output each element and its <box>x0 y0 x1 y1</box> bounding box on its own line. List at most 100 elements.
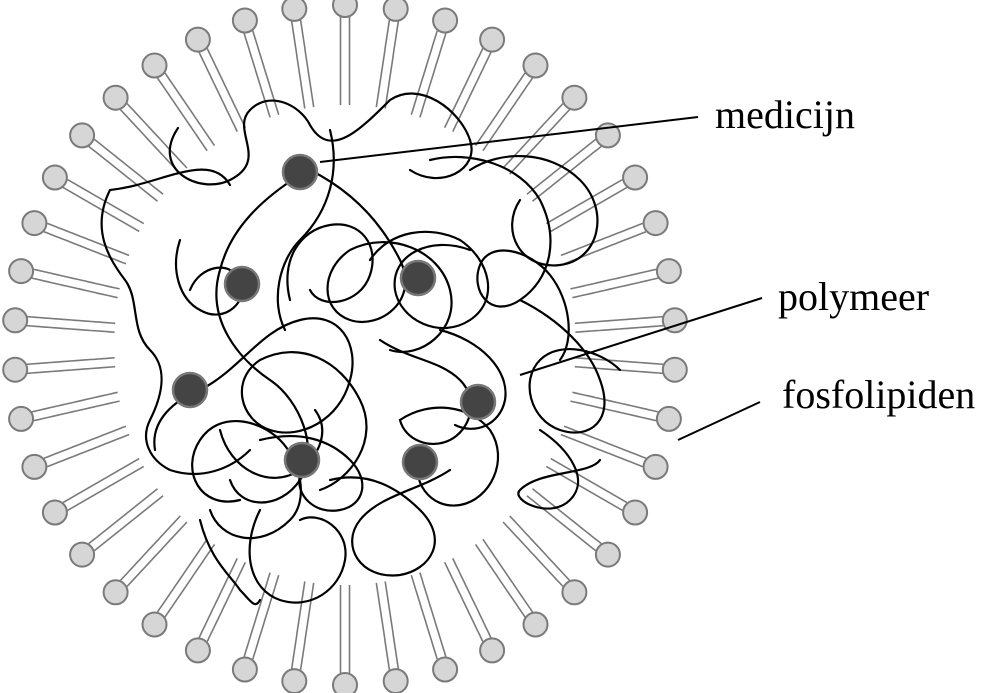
medicijn-leader-line <box>319 116 699 163</box>
phospholipid-head <box>332 672 358 693</box>
polymer-strand <box>428 155 570 362</box>
phospholipid-head <box>8 258 35 285</box>
phospholipid-tail <box>452 558 492 639</box>
polymer-tangle <box>100 92 622 606</box>
drug-particle <box>223 265 261 303</box>
phospholipid-head <box>479 637 506 664</box>
phospholipid-tail <box>563 425 647 460</box>
phospholipid-tail <box>164 543 216 618</box>
phospholipid-tail <box>206 561 247 642</box>
phospholipid-tail <box>46 433 130 468</box>
phospholipid-head <box>561 579 588 606</box>
phospholipid-tail <box>482 77 534 152</box>
phospholipid-tail <box>545 465 623 512</box>
phospholipid-head <box>661 356 688 383</box>
phospholipid-head <box>41 499 68 526</box>
phospholipid-tail <box>560 433 644 468</box>
phospholipid-tail <box>545 178 623 225</box>
phospholipid-tail <box>33 268 120 290</box>
phospholipid-tail <box>570 268 657 290</box>
phospholipid-tail <box>119 515 181 581</box>
phospholipid-head <box>622 164 649 191</box>
drug-particle <box>283 441 321 479</box>
phospholipid-tail <box>299 19 315 108</box>
phospholipid-tail <box>550 186 628 233</box>
phospholipid-tail <box>375 582 391 671</box>
phospholipid-head <box>184 26 211 53</box>
phospholipid-tail <box>26 357 115 366</box>
phospholipid-tail <box>43 230 127 265</box>
phospholipid-tail <box>572 277 659 299</box>
phospholipid-head <box>2 307 29 334</box>
phospholipid-tail <box>452 51 492 132</box>
phospholipid-tail <box>62 457 140 504</box>
polymer-strand <box>248 508 347 604</box>
phospholipid-head <box>561 84 588 111</box>
polymer-strand <box>153 317 368 492</box>
drug-particle <box>171 371 209 409</box>
phospholipid-head <box>522 611 549 638</box>
phospholipid-head <box>522 52 549 79</box>
phospholipid-tail <box>156 538 208 613</box>
phospholipid-head <box>141 52 168 79</box>
polymer-strand <box>286 223 374 304</box>
polymer-strand <box>198 518 262 606</box>
phospholipid-tail <box>290 581 306 669</box>
polymer-strand <box>258 434 364 512</box>
phospholipid-tail <box>31 391 118 413</box>
polymer-strand <box>518 298 622 434</box>
phospholipid-head <box>69 122 96 149</box>
phospholipid-head <box>655 258 682 285</box>
phospholipid-tail <box>375 19 391 108</box>
phospholipid-tail <box>126 102 188 169</box>
label-polymeer: polymeer <box>778 274 929 319</box>
phospholipid-head <box>642 210 669 237</box>
polymer-strand <box>191 419 302 540</box>
phospholipid-head <box>382 668 409 693</box>
phospholipid-tail <box>27 315 116 325</box>
drug-particle <box>459 383 497 421</box>
phospholipid-tail <box>252 574 280 660</box>
phospholipid-head <box>594 541 621 568</box>
phospholipid-tail <box>119 109 181 175</box>
phospholipid-tail <box>67 465 145 512</box>
phospholipid-tail <box>410 574 438 660</box>
phospholipid-tail <box>206 48 247 129</box>
phospholipid-tail <box>93 495 164 552</box>
phospholipid-tail <box>572 391 659 413</box>
phospholipid-tail <box>574 315 663 325</box>
phospholipid-tail <box>43 425 127 460</box>
phospholipid-tail <box>509 515 571 581</box>
drug-particle <box>401 443 439 481</box>
phospholipid-tail <box>443 561 484 642</box>
polymer-strand <box>100 168 252 475</box>
phospholipid-head <box>655 405 682 432</box>
phospholipid-head <box>21 210 48 237</box>
polymer-strand <box>328 468 452 577</box>
phospholipid-head <box>281 668 308 693</box>
phospholipid-tail <box>550 457 628 504</box>
polymer-strand <box>175 238 244 316</box>
polymer-strand <box>276 128 335 332</box>
phospholipid-tail <box>62 186 140 233</box>
polymer-strand <box>308 168 453 353</box>
phospholipid-head <box>231 7 258 34</box>
phospholipid-head <box>661 307 688 334</box>
phospholipid-tail <box>474 72 526 147</box>
phospholipid-tail <box>198 558 238 639</box>
phospholipid-tail <box>198 51 238 132</box>
polymeer-leader-line <box>519 297 763 376</box>
phospholipid-tail <box>419 572 447 657</box>
polymer-strand <box>438 328 507 430</box>
phospholipid-tail <box>384 21 400 109</box>
phospholipid-tail <box>531 145 602 202</box>
phospholipid-tail <box>419 33 447 118</box>
phospholipid-tail <box>27 365 116 375</box>
phospholipid-head <box>332 0 358 18</box>
drug-particle <box>399 259 437 297</box>
phospholipid-tail <box>88 145 159 202</box>
phospholipid-tail <box>502 521 564 588</box>
phospholipid-head <box>184 637 211 664</box>
phospholipid-head <box>479 26 506 53</box>
drug-particles <box>171 153 497 481</box>
